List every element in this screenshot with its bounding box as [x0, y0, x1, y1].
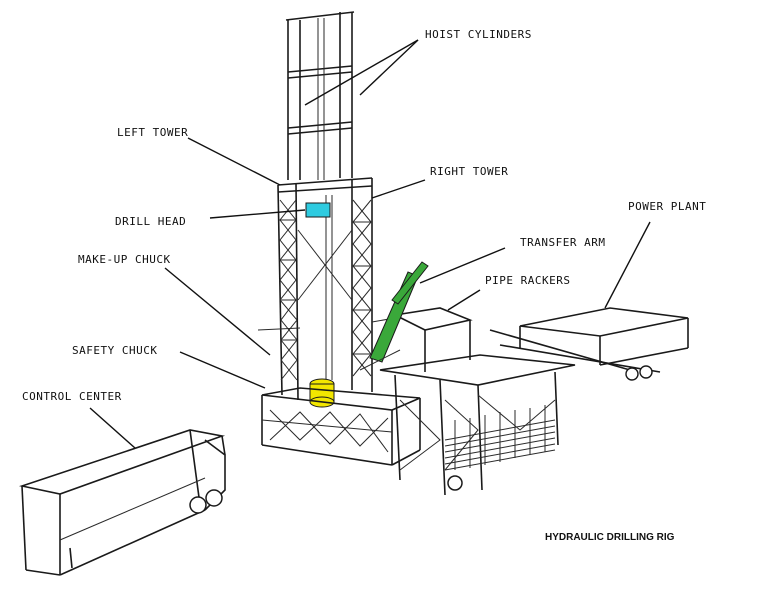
diagram-caption: HYDRAULIC DRILLING RIG — [545, 532, 675, 543]
control-center-trailer — [18, 429, 226, 576]
label-drill-head: DRILL HEAD — [115, 215, 186, 228]
pipe-rackers — [257, 307, 576, 496]
label-right-tower: RIGHT TOWER — [430, 165, 508, 178]
drill-head-shape — [305, 202, 331, 218]
transfer-arm-shape — [359, 261, 429, 371]
label-make-up-chuck: MAKE-UP CHUCK — [78, 253, 171, 266]
substructure — [261, 387, 421, 466]
left-tower — [277, 177, 373, 401]
label-power-plant: POWER PLANT — [628, 200, 706, 213]
label-control-center: CONTROL CENTER — [22, 390, 122, 403]
label-hoist-cylinders: HOIST CYLINDERS — [425, 28, 532, 41]
label-left-tower: LEFT TOWER — [117, 126, 188, 139]
leader-lines — [89, 39, 651, 449]
label-safety-chuck: SAFETY CHUCK — [72, 344, 157, 357]
label-pipe-rackers: PIPE RACKERS — [485, 274, 570, 287]
label-transfer-arm: TRANSFER ARM — [520, 236, 605, 249]
power-plant-trailer — [489, 307, 689, 381]
mast — [285, 11, 355, 180]
